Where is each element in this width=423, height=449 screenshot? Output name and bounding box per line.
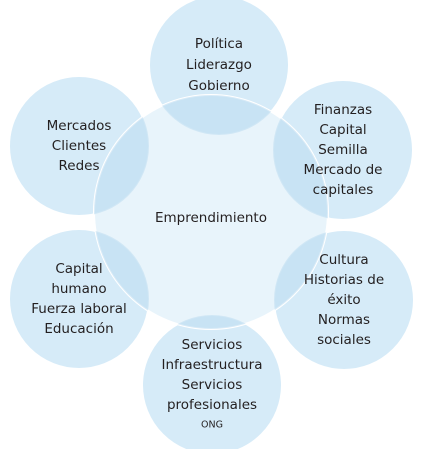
- label-politica-line-1: Política: [195, 36, 243, 52]
- label-servicios-line-1: Servicios: [182, 337, 243, 353]
- label-cultura-line-4: Normas: [318, 312, 370, 328]
- label-capital-humano-line-3: Fuerza laboral: [31, 301, 127, 317]
- label-mercados-line-2: Clientes: [52, 138, 106, 154]
- label-politica-line-2: Liderazgo: [186, 57, 252, 73]
- label-servicios-line-4: profesionales: [167, 397, 257, 413]
- label-finanzas-line-3: Semilla: [318, 142, 368, 158]
- label-cultura-line-3: éxito: [327, 292, 360, 308]
- label-finanzas-line-1: Finanzas: [314, 102, 372, 118]
- label-servicios-line-3: Servicios: [182, 377, 243, 393]
- label-center: Emprendimiento: [155, 210, 267, 226]
- label-capital-humano-line-1: Capital: [55, 261, 102, 277]
- label-finanzas-line-5: capitales: [313, 182, 374, 198]
- label-cultura-line-5: sociales: [317, 332, 371, 348]
- label-finanzas-line-2: Capital: [319, 122, 366, 138]
- label-cultura-line-2: Historias de: [304, 272, 384, 288]
- label-servicios-line-5: ONG: [201, 420, 223, 431]
- label-mercados-line-3: Redes: [59, 158, 100, 174]
- overlap-cultura: [274, 230, 328, 329]
- label-cultura-line-1: Cultura: [319, 252, 368, 268]
- label-mercados-line-1: Mercados: [47, 118, 112, 134]
- label-politica-line-3: Gobierno: [188, 78, 249, 94]
- overlap-capital-humano: [94, 229, 149, 329]
- label-capital-humano-line-2: humano: [51, 281, 106, 297]
- label-center-line-1: Emprendimiento: [155, 210, 267, 226]
- label-finanzas-line-4: Mercado de: [304, 162, 383, 178]
- label-capital-humano-line-4: Educación: [44, 321, 113, 337]
- label-servicios-line-2: Infraestructura: [162, 357, 263, 373]
